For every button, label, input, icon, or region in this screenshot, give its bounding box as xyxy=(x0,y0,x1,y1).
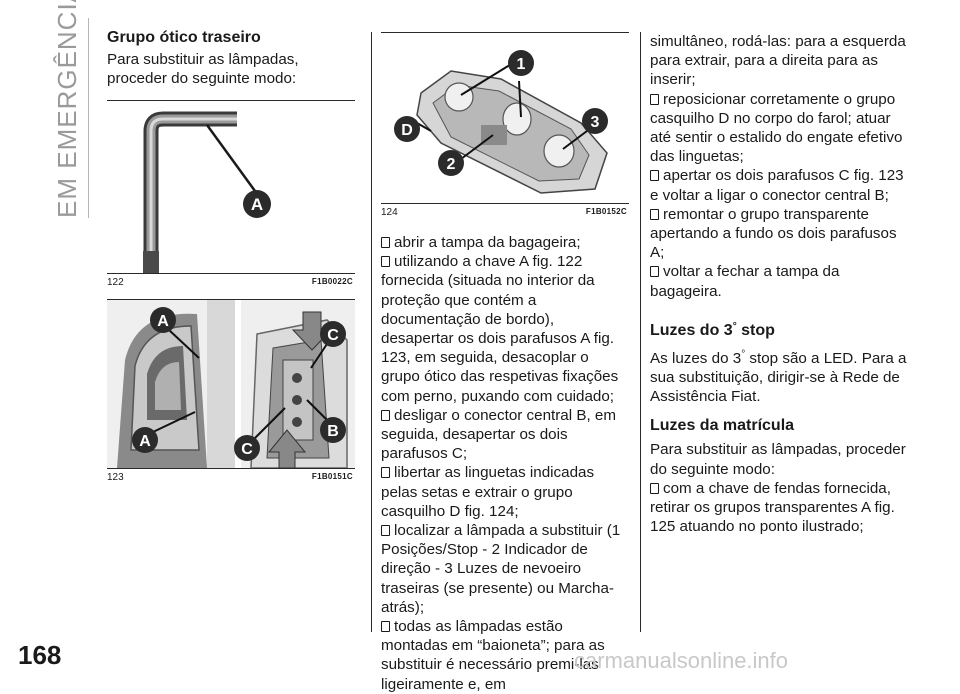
column-1: Grupo ótico traseiro Para substituir as … xyxy=(107,28,355,486)
checkbox-bullet-icon xyxy=(381,525,390,537)
figure-123-caption: 123 F1B0151C xyxy=(107,469,355,486)
step-item: libertar as linguetas indicadas pelas se… xyxy=(381,464,595,520)
checkbox-bullet-icon xyxy=(650,266,659,278)
column-divider-2 xyxy=(640,32,641,632)
intro-text: Para substituir as lâmpadas, proceder do… xyxy=(107,51,299,88)
figure-124-code: F1B0152C xyxy=(585,207,627,216)
step-item: desligar o conector central B, em seguid… xyxy=(381,406,617,463)
fig124-label-3: 3 xyxy=(591,114,600,131)
checkbox-bullet-icon xyxy=(381,237,390,248)
section-divider xyxy=(88,18,89,218)
tail-light-illustration: A A C C B xyxy=(107,300,355,469)
page-number: 168 xyxy=(18,640,62,670)
figure-124-number: 124 xyxy=(381,207,398,218)
figure-123-number: 123 xyxy=(107,472,124,484)
checkbox-bullet-icon xyxy=(650,93,659,105)
step-item: reposicionar corretamente o grupo casqui… xyxy=(650,90,903,166)
step-item: com a chave de fendas fornecida, retirar… xyxy=(650,479,895,536)
fig124-label-2: 2 xyxy=(447,156,456,173)
fig123-label-b: B xyxy=(327,423,339,440)
step-item: remontar o grupo transparente apertando … xyxy=(650,205,897,262)
checkbox-bullet-icon xyxy=(381,467,390,479)
fig124-label-1: 1 xyxy=(517,56,526,73)
step-item: voltar a fechar a tampa da bagageira. xyxy=(650,263,840,300)
step-item: utilizando a chave A fig. 122 fornecida … xyxy=(381,253,619,405)
section-title-text: EM EMERGÊNCIA xyxy=(52,0,82,218)
figure-122-caption: 122 F1B0022C xyxy=(107,274,355,291)
heading-rear-light: Grupo ótico traseiro xyxy=(107,29,261,46)
checkbox-bullet-icon xyxy=(650,482,659,494)
heading-plate-lights: Luzes da matrícula xyxy=(650,417,795,435)
fig122-label-a: A xyxy=(251,195,263,214)
section-title: EM EMERGÊNCIA xyxy=(52,0,86,218)
fig123-label-a2: A xyxy=(139,433,151,450)
key-illustration: A xyxy=(143,111,271,274)
figure-124: 1 2 3 D xyxy=(381,32,629,204)
figure-122-code: F1B0022C xyxy=(311,277,353,287)
checkbox-bullet-icon xyxy=(381,621,390,633)
steps-list: abrir a tampa da bagageira; utilizando a… xyxy=(381,233,629,694)
figure-122: A xyxy=(107,100,355,275)
step-item: abrir a tampa da bagageira; xyxy=(381,233,629,252)
checkbox-bullet-icon xyxy=(381,256,390,268)
fig123-label-a1: A xyxy=(157,313,169,330)
figure-124-caption: 124 F1B0152C xyxy=(381,204,629,221)
figure-122-number: 122 xyxy=(107,277,124,289)
column-2: 1 2 3 D 124 F1B0152C abrir a tampa da ba… xyxy=(381,32,629,694)
fig123-label-c1: C xyxy=(327,327,339,344)
column-divider-1 xyxy=(371,32,372,632)
fig124-label-d: D xyxy=(401,122,413,139)
step-item: todas as lâmpadas estão montadas em “bai… xyxy=(381,618,605,693)
checkbox-bullet-icon xyxy=(650,170,659,182)
bulb-holder-illustration: 1 2 3 D xyxy=(394,50,608,194)
figure-123-code: F1B0151C xyxy=(311,472,353,482)
checkbox-bullet-icon xyxy=(650,208,659,220)
third-stop-text: As luzes do 3° stop são a LED. Para a su… xyxy=(650,348,907,406)
column-3: simultâneo, rodá-las: para a esquerda pa… xyxy=(650,32,910,536)
step-item: localizar a lâmpada a substituir (1 Posi… xyxy=(381,522,621,616)
fig123-label-c2: C xyxy=(241,441,253,458)
step-item: apertar os dois parafusos C fig. 123 e v… xyxy=(650,167,904,204)
checkbox-bullet-icon xyxy=(381,409,390,421)
watermark: carmanualsonline.info xyxy=(574,648,789,673)
plate-intro: Para substituir as lâmpadas, proceder do… xyxy=(650,441,906,478)
continued-text: simultâneo, rodá-las: para a esquerda pa… xyxy=(650,33,906,89)
figure-123: A A C C B xyxy=(107,299,355,470)
heading-third-stop: Luzes do 3° stop xyxy=(650,320,775,339)
